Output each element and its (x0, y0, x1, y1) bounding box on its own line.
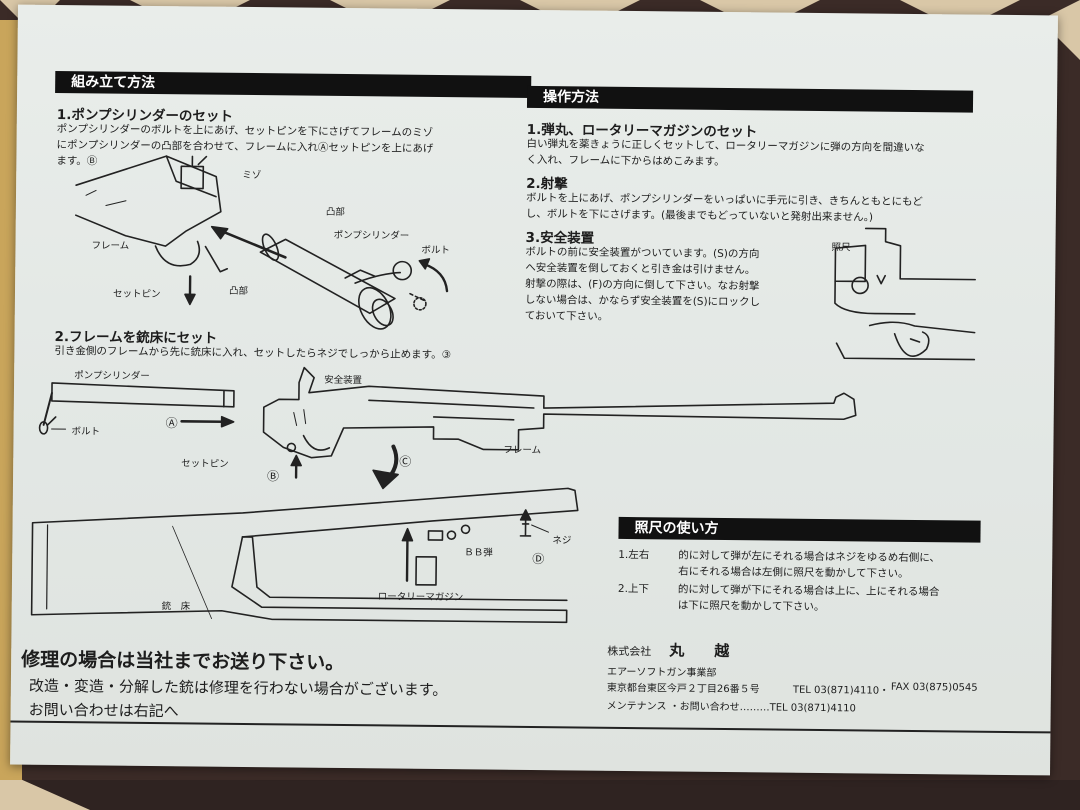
op1-line-2: く入れ、フレームに下からはめこみます。 (526, 153, 725, 168)
mark-a: Ⓐ (165, 416, 178, 431)
label-magazine: ロータリーマガジン (377, 591, 464, 604)
sight-row-2-line-2: は下に照尺を動かして下さい。 (677, 599, 825, 614)
label-frame-1: フレーム (91, 240, 130, 252)
company-tel: TEL 03(871)4110・ (792, 684, 890, 697)
label-stock: 銃 床 (161, 601, 191, 613)
step2-frame-drawing (262, 366, 857, 479)
label-frame-2: フレーム (503, 444, 542, 457)
company-fax: FAX 03(875)0545 (890, 681, 978, 694)
stock-drawing (30, 487, 579, 624)
repair-title: 修理の場合は当社までお送り下さい。 (21, 648, 345, 675)
label-bb: ＢＢ弾 (464, 547, 493, 559)
mark-d: Ⓓ (532, 551, 545, 567)
sight-row-1-key: 1.左右 (618, 548, 650, 562)
label-convex: 凸部 (325, 206, 345, 219)
label-screw: ネジ (552, 535, 572, 547)
illustrations (30, 155, 976, 624)
sight-heading: 照尺の使い方 (618, 516, 981, 543)
label-pump-1: ポンプシリンダー (333, 229, 410, 242)
label-pump-2: ポンプシリンダー (74, 370, 150, 382)
company-maintenance: メンテナンス ・お問い合わせ………TEL 03(871)4110 (606, 700, 856, 715)
company-address: 東京都台東区今戸２丁目26番５号 (606, 682, 760, 696)
mark-c: Ⓒ (399, 454, 412, 469)
company-dept: エアーソフトガン事業部 (606, 666, 717, 679)
op3-line-5: ておいて下さい。 (524, 309, 609, 323)
sight-row-2-key: 2.上下 (617, 582, 650, 596)
step2-pump-drawing (38, 382, 235, 435)
instruction-sheet: 組み立て方法 1.ポンプシリンダーのセット ポンプシリンダーのボルトを上にあげ、… (10, 4, 1058, 776)
magazine-drawing (401, 509, 550, 586)
label-setpin-2: セットピン (181, 458, 229, 470)
label-bolt-1: ボルト (421, 244, 451, 257)
repair-line-2: お問い合わせは右記へ (28, 700, 179, 721)
repair-line-1: 改造・変造・分解した銃は修理を行わない場合がございます。 (28, 676, 448, 700)
sight-row-1-line-2: 右にそれる場合は左側に照尺を動かして下さい。 (678, 565, 909, 580)
label-safety: 安全装置 (324, 374, 363, 387)
step1-line-3: ます。Ⓑ (56, 154, 98, 168)
safety-diagram (834, 227, 976, 361)
step1-frame-drawing (75, 155, 229, 306)
label-sight: 照尺 (831, 242, 851, 254)
label-groove: ミゾ (242, 169, 262, 182)
step1-pump-drawing (259, 233, 449, 330)
company-name: 丸 越 (669, 641, 730, 661)
label-setpin-1: セットピン (112, 288, 161, 301)
label-bolt-2: ボルト (71, 426, 101, 438)
company-prefix: 株式会社 (607, 644, 652, 659)
operation-heading: 操作方法 (526, 85, 974, 113)
mark-b: Ⓑ (267, 469, 280, 484)
label-convex-2: 凸部 (228, 285, 249, 297)
